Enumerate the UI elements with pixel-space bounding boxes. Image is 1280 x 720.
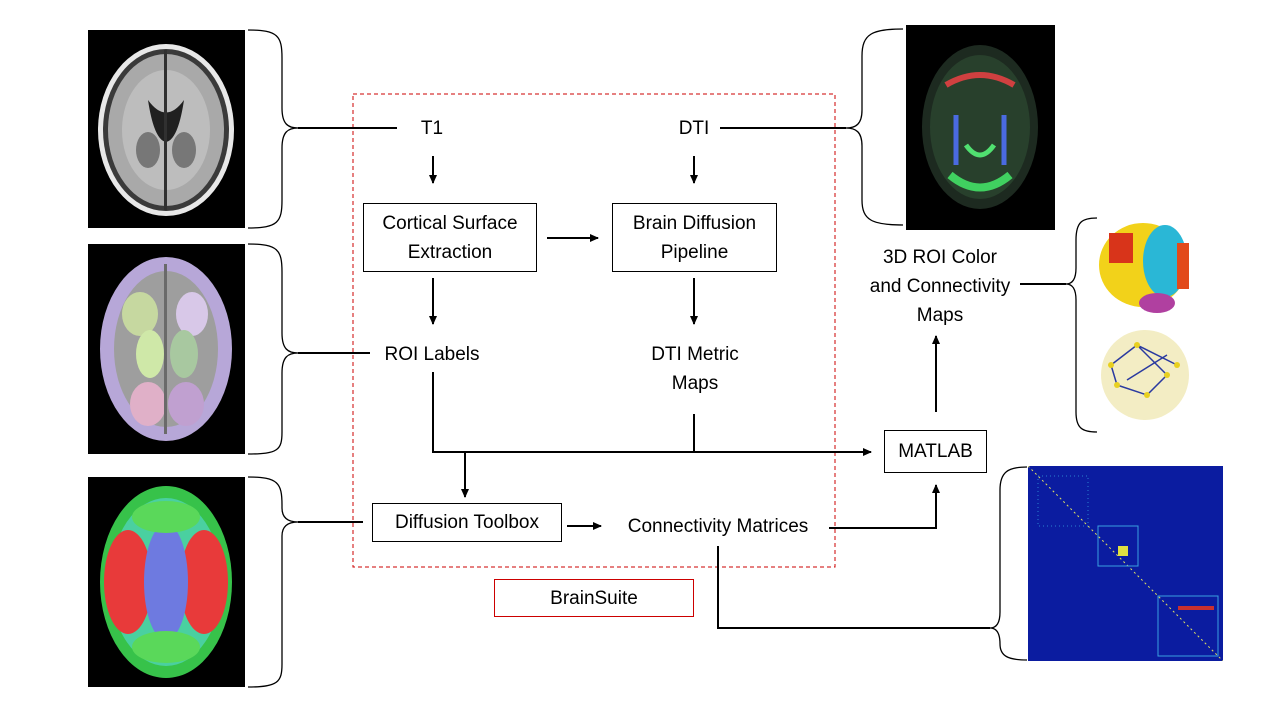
cortical-surface-extraction-box: Cortical Surface Extraction <box>363 203 537 272</box>
cortical-line-1: Cortical Surface <box>382 212 518 234</box>
bracket-roi <box>247 243 299 455</box>
brainsuite-group-frame <box>352 93 836 568</box>
dti-metric-line-1: DTI Metric <box>651 344 739 365</box>
pipeline-line-1: Brain Diffusion <box>632 212 757 234</box>
diffusion-toolbox-box: Diffusion Toolbox <box>372 503 562 542</box>
connectivity-matrix-image <box>1028 466 1223 661</box>
t1-mri-image <box>88 30 245 228</box>
bracket-roicolor <box>1065 217 1098 433</box>
bracket-matrix <box>989 466 1028 661</box>
dti-metric-maps-label: DTI Metric Maps <box>630 340 760 398</box>
bracket-dti <box>845 28 904 226</box>
bracket-fibers <box>247 476 299 688</box>
dti-metric-line-2: Maps <box>671 373 719 394</box>
connector-roi-merge <box>432 372 872 456</box>
roi-color-connectivity-label: 3D ROI Color and Connectivity Maps <box>858 243 1022 330</box>
t1-label: T1 <box>420 118 444 139</box>
connectivity-matrices-label: Connectivity Matrices <box>627 516 809 537</box>
brain-diffusion-pipeline-box: Brain Diffusion Pipeline <box>612 203 777 272</box>
roi-color-render-image <box>1097 215 1194 433</box>
fiber-tracts-image <box>88 477 245 687</box>
arrow-connectivity-to-matlab <box>829 484 940 529</box>
roi-color-line-1: 3D ROI Color <box>882 247 998 268</box>
roi-labels-image <box>88 244 245 454</box>
brainsuite-label-box: BrainSuite <box>494 579 694 617</box>
dti-label: DTI <box>678 118 710 139</box>
bracket-t1 <box>247 29 299 229</box>
cortical-line-2: Extraction <box>407 241 493 263</box>
connector-connectivity-to-matrix <box>717 546 990 629</box>
roi-color-line-3: Maps <box>916 305 964 326</box>
roi-labels-label: ROI Labels <box>384 344 480 365</box>
matlab-box: MATLAB <box>884 430 987 473</box>
pipeline-line-2: Pipeline <box>660 241 729 263</box>
roi-color-line-2: and Connectivity <box>869 276 1011 297</box>
dti-color-image <box>906 25 1055 230</box>
